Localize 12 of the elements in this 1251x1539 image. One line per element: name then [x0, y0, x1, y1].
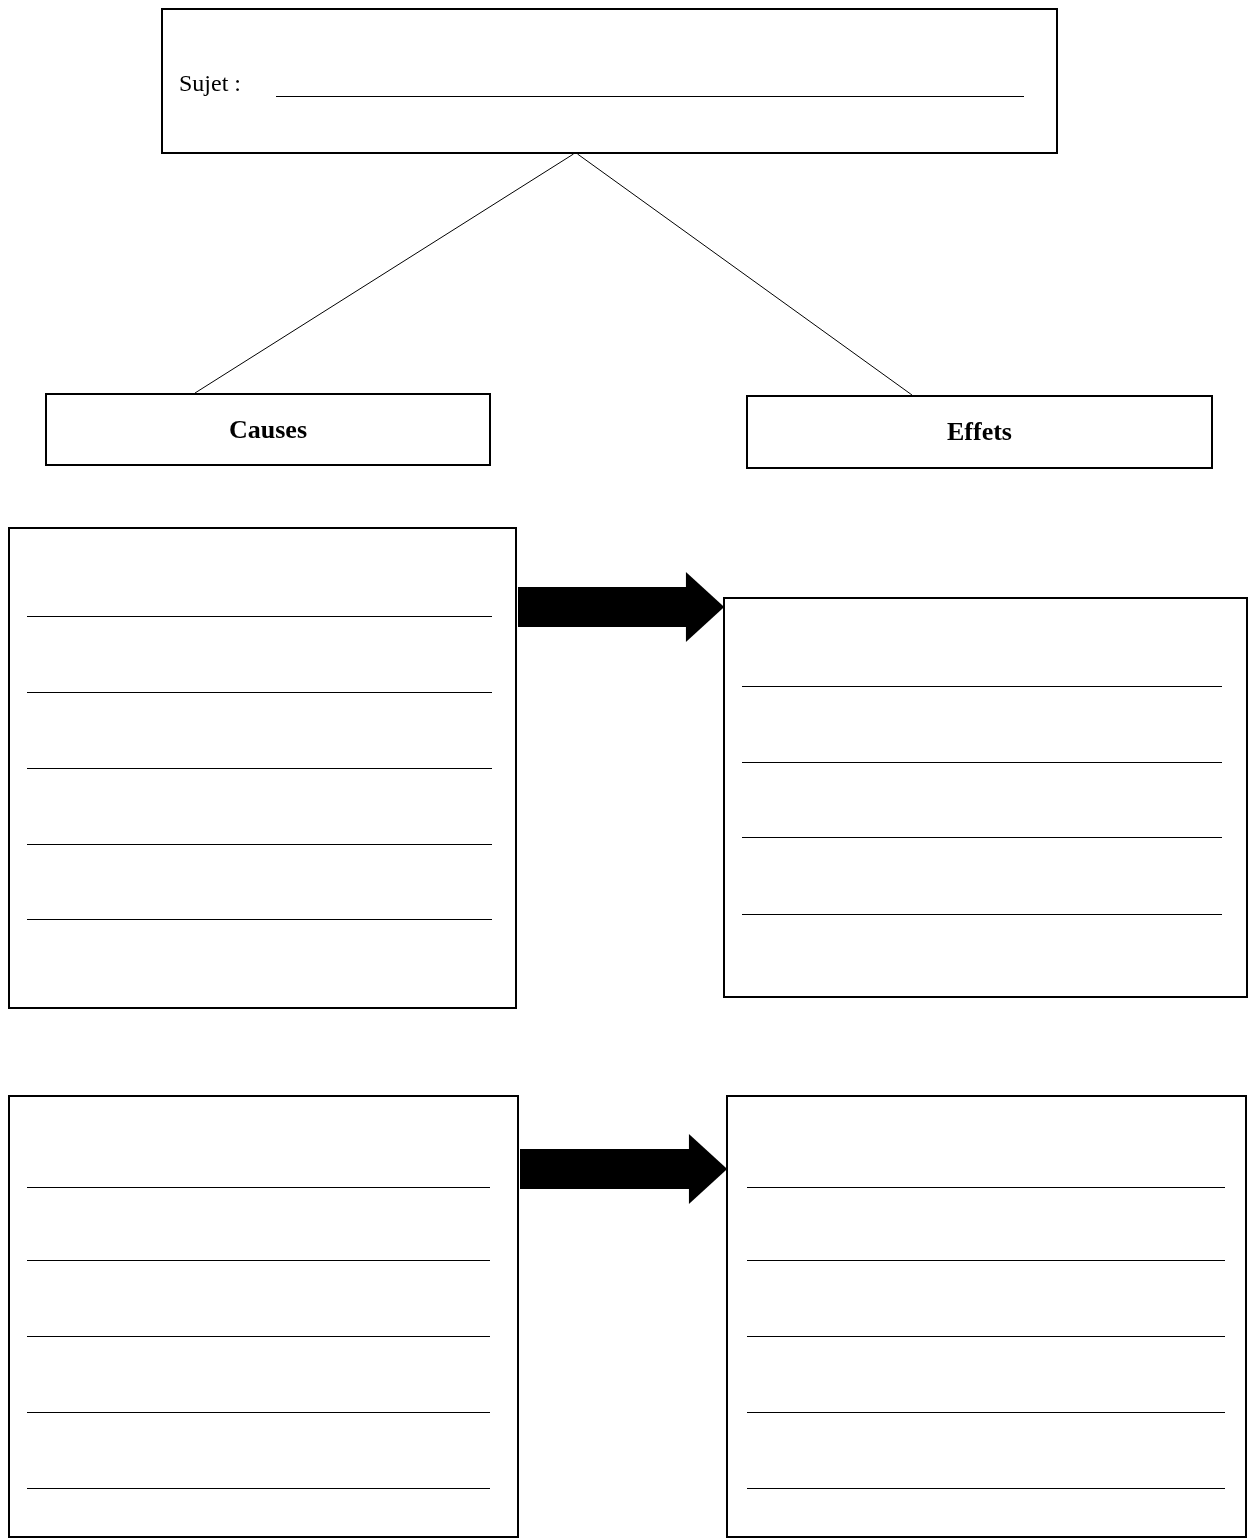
- writing-box: [726, 1095, 1247, 1538]
- connector-line: [194, 153, 574, 394]
- column-heading: Effets: [946, 417, 1013, 447]
- heading-box: [746, 395, 1213, 469]
- writing-box: [8, 527, 517, 1009]
- column-heading: Causes: [228, 414, 308, 445]
- writing-box: [8, 1095, 519, 1538]
- connector-line: [577, 153, 913, 396]
- topic-box: [161, 8, 1058, 154]
- heading-box: [45, 393, 491, 466]
- subject-label: Sujet :: [179, 70, 241, 97]
- writing-box: [723, 597, 1248, 998]
